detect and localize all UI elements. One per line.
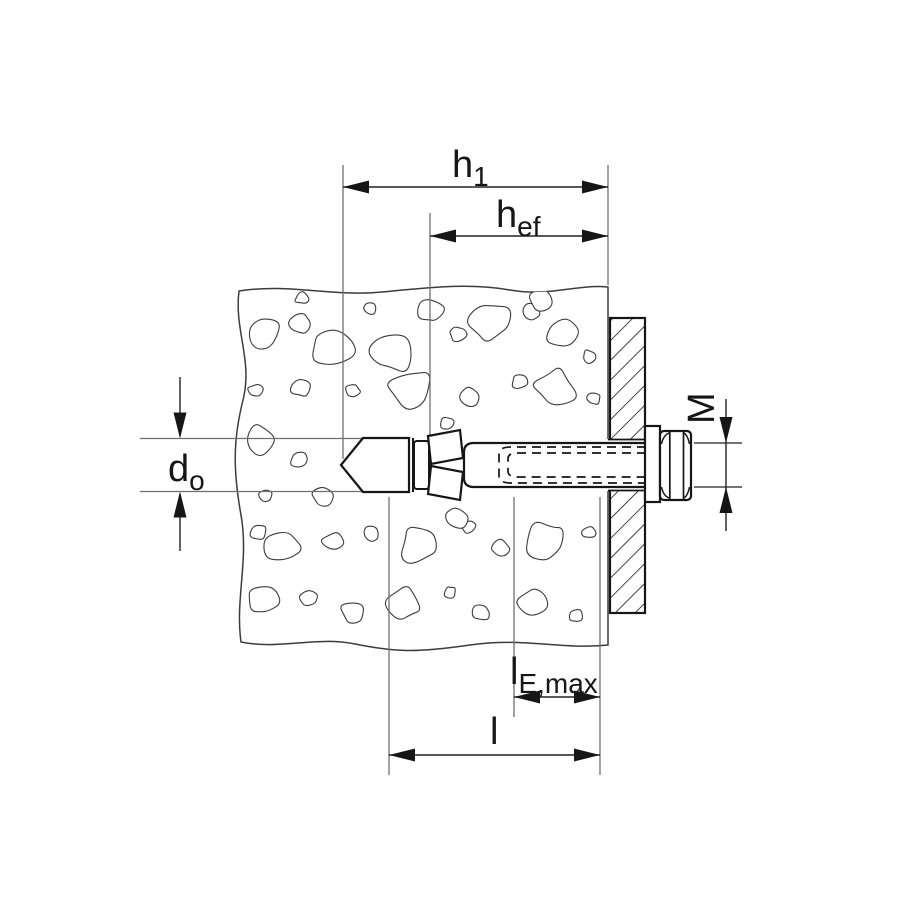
aggregate-stone (443, 586, 456, 599)
arrowhead-left (430, 229, 456, 243)
aggregate-stone (459, 386, 480, 408)
washer (643, 424, 662, 504)
arrowhead-left (514, 690, 540, 704)
aggregate-stone (384, 586, 421, 620)
dimension-l: l (389, 711, 600, 762)
anchor-assembly (339, 424, 693, 504)
dimension-h1: h1 (343, 144, 608, 194)
anchor-tip-and-sleeve (339, 436, 411, 494)
dimension-M: M (681, 392, 742, 531)
aggregate-stone (289, 379, 311, 397)
aggregate-stone (320, 532, 345, 550)
aggregate-stone (401, 526, 437, 564)
aggregate-stone (258, 489, 273, 503)
aggregate-stone (511, 374, 529, 389)
aggregate-stone (248, 586, 281, 613)
expansion-cone-section (413, 440, 430, 490)
bolt-shaft (462, 441, 646, 489)
arrowhead-up (719, 487, 733, 513)
aggregate-stone (247, 424, 275, 457)
aggregate-stone (263, 531, 302, 561)
aggregate-stone (298, 590, 318, 607)
label-hef: hef (496, 194, 541, 242)
aggregate-stone (249, 524, 267, 540)
arrowhead-right (574, 748, 600, 762)
aggregate-stone (445, 507, 469, 529)
arrowhead-up (173, 491, 187, 518)
aggregate-stone (290, 451, 308, 468)
aggregate-stone (449, 326, 468, 343)
aggregate-stone (294, 291, 310, 304)
arrowhead-right (582, 229, 608, 243)
arrowhead-right (582, 180, 608, 194)
aggregate-stone (417, 299, 445, 321)
aggregate-stone (387, 372, 431, 410)
thread-major-diameter-dashed (498, 446, 646, 484)
aggregate-stone (471, 604, 490, 621)
aggregate-stone (586, 392, 601, 405)
arrowhead-down (719, 417, 733, 443)
aggregate-stone (490, 538, 511, 557)
dimension-do: do (168, 377, 205, 551)
expansion-clip-bottom (426, 464, 465, 502)
hex-nut (658, 429, 693, 502)
aggregate-stone (368, 334, 412, 372)
hex-nut-body (658, 429, 693, 502)
dimension-hef: hef (430, 194, 608, 243)
aggregate-stone (247, 384, 264, 397)
extension-lines (140, 165, 609, 775)
aggregate-stone (440, 416, 455, 430)
label-h1: h1 (452, 144, 489, 192)
aggregate-stone (363, 302, 377, 315)
aggregate-stone (248, 318, 280, 350)
arrowhead-right (574, 690, 600, 704)
aggregate-stone (526, 521, 564, 561)
aggregate-stone (340, 602, 365, 624)
dimension-lEmax: lE,max (510, 651, 600, 704)
arrowhead-left (389, 748, 415, 762)
arrowhead-down (173, 412, 187, 439)
nut-chamfer-arcs (660, 432, 691, 499)
aggregate-stone (363, 525, 379, 542)
aggregate-stone (467, 305, 512, 342)
label-lEmax: lE,max (510, 651, 598, 699)
expansion-clip-top (426, 428, 465, 466)
aggregate-stone (546, 318, 579, 347)
aggregate-stone (568, 609, 583, 622)
label-do: do (168, 448, 205, 496)
aggregate-stone (312, 329, 356, 365)
label-M: M (681, 392, 723, 424)
aggregate-stone (581, 526, 597, 538)
aggregate-stone (516, 588, 549, 616)
aggregate-stone (311, 486, 334, 507)
aggregate-stone (345, 384, 361, 398)
arrowhead-left (343, 180, 369, 194)
aggregate-stone (288, 313, 311, 334)
aggregate-stone (583, 349, 597, 364)
aggregate-stone (532, 367, 577, 406)
aggregate-texture (247, 288, 601, 624)
label-l: l (490, 711, 498, 753)
thread-hidden-lines (498, 446, 646, 484)
